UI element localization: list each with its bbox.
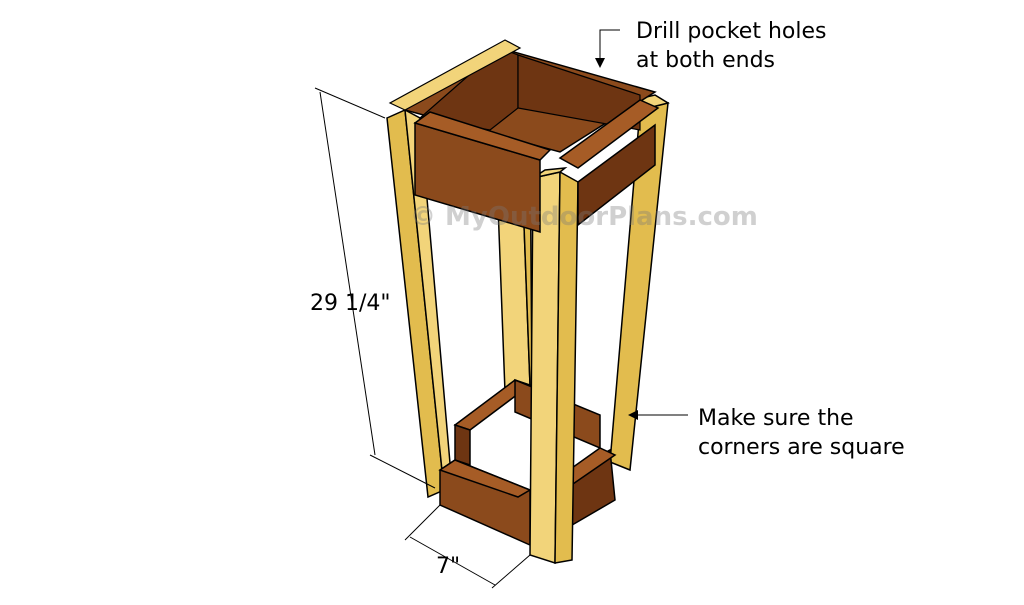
- width-dimension: [404, 504, 531, 589]
- square-note-line2: corners are square: [698, 435, 905, 460]
- top-apron: [388, 39, 660, 234]
- drill-note-line2: at both ends: [636, 48, 775, 73]
- drill-note-line1: Drill pocket holes: [636, 19, 826, 44]
- width-label: 7": [436, 554, 460, 579]
- square-note-line1: Make sure the: [698, 406, 854, 431]
- square-callout-arrow: [628, 410, 688, 420]
- watermark: © MyOutdoorPlans.com: [410, 202, 758, 232]
- front-leg: [529, 167, 579, 565]
- bottom-apron: [438, 378, 617, 547]
- drill-callout-arrow: [595, 29, 620, 68]
- height-label: 29 1/4": [310, 291, 391, 316]
- height-dimension: [314, 87, 436, 489]
